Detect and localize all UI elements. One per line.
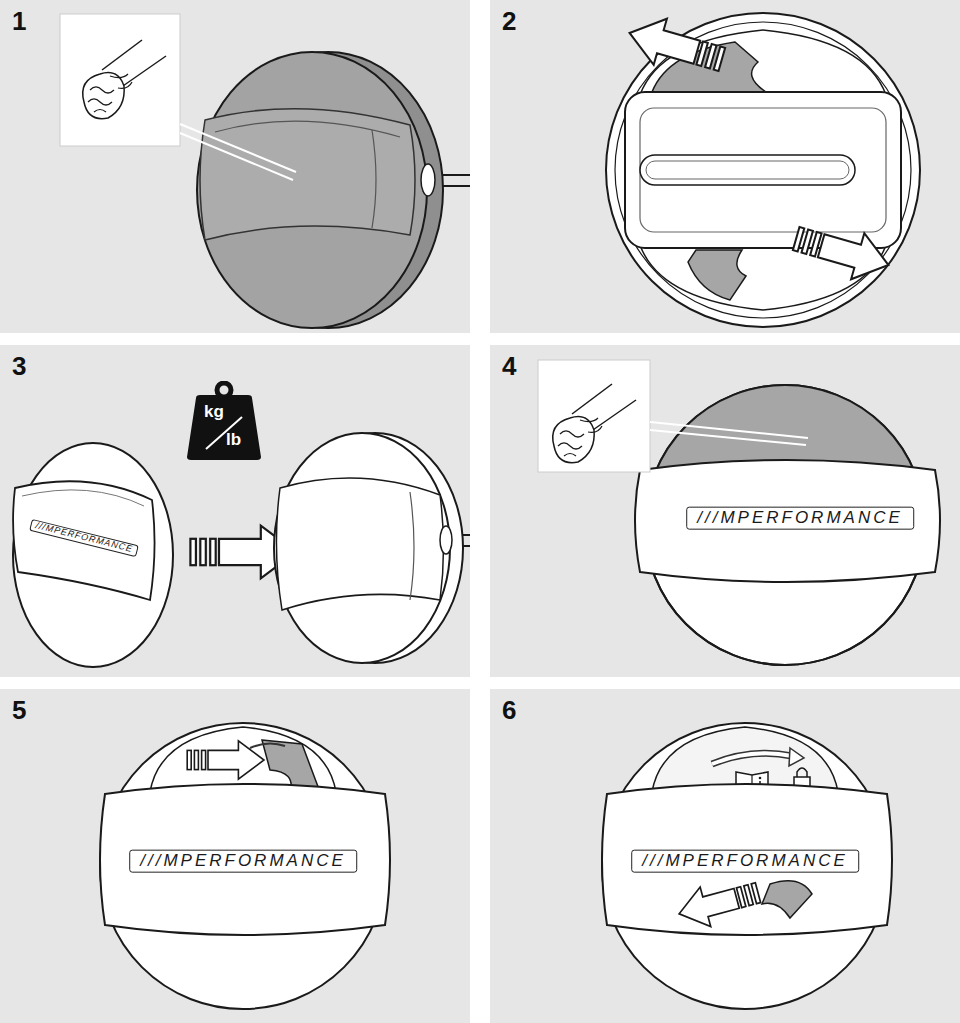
panel-grounds-part	[0, 0, 470, 333]
peel-tape-part	[100, 784, 390, 935]
panel-grounds-part	[490, 345, 960, 677]
cover-top-cleaning-part	[650, 422, 808, 438]
remove-film-part	[674, 873, 763, 934]
panel-grounds-part	[0, 345, 470, 677]
fit-cover-part	[410, 492, 414, 600]
cover-back-tape-part	[688, 250, 746, 300]
cover-back-tape-part	[640, 155, 855, 185]
fuel-cap-cleaning-part	[180, 124, 296, 172]
fuel-cap-cleaning-part	[60, 14, 180, 146]
cover-back-tape-part	[640, 108, 886, 232]
cover-top-cleaning-part	[538, 360, 650, 472]
weight-ring	[217, 383, 231, 397]
brand-logo: ///MPERFORMANCE	[631, 850, 859, 873]
cover-back-tape-part	[790, 215, 896, 288]
cover-back-tape-part	[615, 22, 911, 318]
remove-film	[602, 723, 892, 1009]
panel-grounds-part	[490, 689, 960, 1023]
fuel-cap-cleaning-part	[372, 130, 376, 228]
fuel-cap-cleaning-part	[200, 109, 415, 240]
step-number: 1	[12, 8, 26, 34]
panel-grounds-part	[0, 689, 470, 1023]
weight-shape	[186, 381, 262, 461]
cover-back-tape-part	[646, 161, 849, 179]
peel-tape-part	[150, 727, 336, 792]
fuel-cap-cleaning-part	[421, 164, 435, 196]
step-number: 5	[12, 697, 26, 723]
unit-slash	[206, 417, 242, 449]
step-number: 2	[502, 8, 516, 34]
step-panel: 3 kglb	[0, 345, 470, 677]
fit-cover-part	[13, 481, 154, 600]
fuel-cap-cleaning-part	[197, 52, 427, 328]
peel-tape-part	[250, 743, 285, 748]
cover-top-cleaning-part	[553, 384, 636, 463]
cover-back-tape-part	[623, 10, 729, 83]
remove-film-part	[602, 723, 888, 1009]
peel-tape	[100, 723, 390, 1009]
step-panel: 2	[490, 0, 960, 333]
step-number: 6	[502, 697, 516, 723]
step-number: 3	[12, 353, 26, 379]
cover-top-cleaning-part	[645, 385, 925, 665]
weight-icon: kglb	[186, 381, 262, 461]
cover-top-cleaning-part	[650, 430, 806, 445]
fit-cover-part	[276, 478, 443, 610]
remove-film-part	[712, 753, 792, 764]
cover-back-tape	[606, 10, 920, 327]
brand-logo: ///MPERFORMANCE	[129, 850, 357, 873]
fit-cover	[13, 433, 470, 667]
fit-cover-part	[13, 443, 173, 667]
unit-label: kg	[204, 403, 224, 420]
peel-tape-part	[187, 741, 264, 779]
cover-back-tape-part	[625, 92, 901, 248]
remove-film-part	[797, 768, 807, 777]
cover-top-cleaning	[538, 360, 940, 665]
remove-film-part	[762, 881, 812, 918]
step-panel: 1	[0, 0, 470, 333]
remove-film-part	[602, 784, 892, 935]
fuel-cap-cleaning	[60, 14, 470, 328]
panel-grounds-part	[490, 0, 960, 333]
fit-cover-part	[22, 490, 144, 506]
fuel-cap-cleaning-part	[83, 40, 166, 119]
fit-cover-part	[440, 526, 452, 554]
remove-film-part	[789, 748, 804, 766]
peel-tape-part	[100, 723, 386, 1009]
step-number: 4	[502, 353, 516, 379]
remove-film-part	[759, 777, 762, 780]
remove-film-part	[712, 753, 792, 764]
fit-cover-part	[274, 433, 450, 663]
brand-logo: ///MPERFORMANCE	[686, 507, 914, 530]
fuel-cap-cleaning-part	[180, 133, 293, 180]
weight-body	[187, 395, 261, 460]
unit-label: lb	[226, 431, 241, 448]
cover-top-cleaning-part	[635, 460, 940, 582]
